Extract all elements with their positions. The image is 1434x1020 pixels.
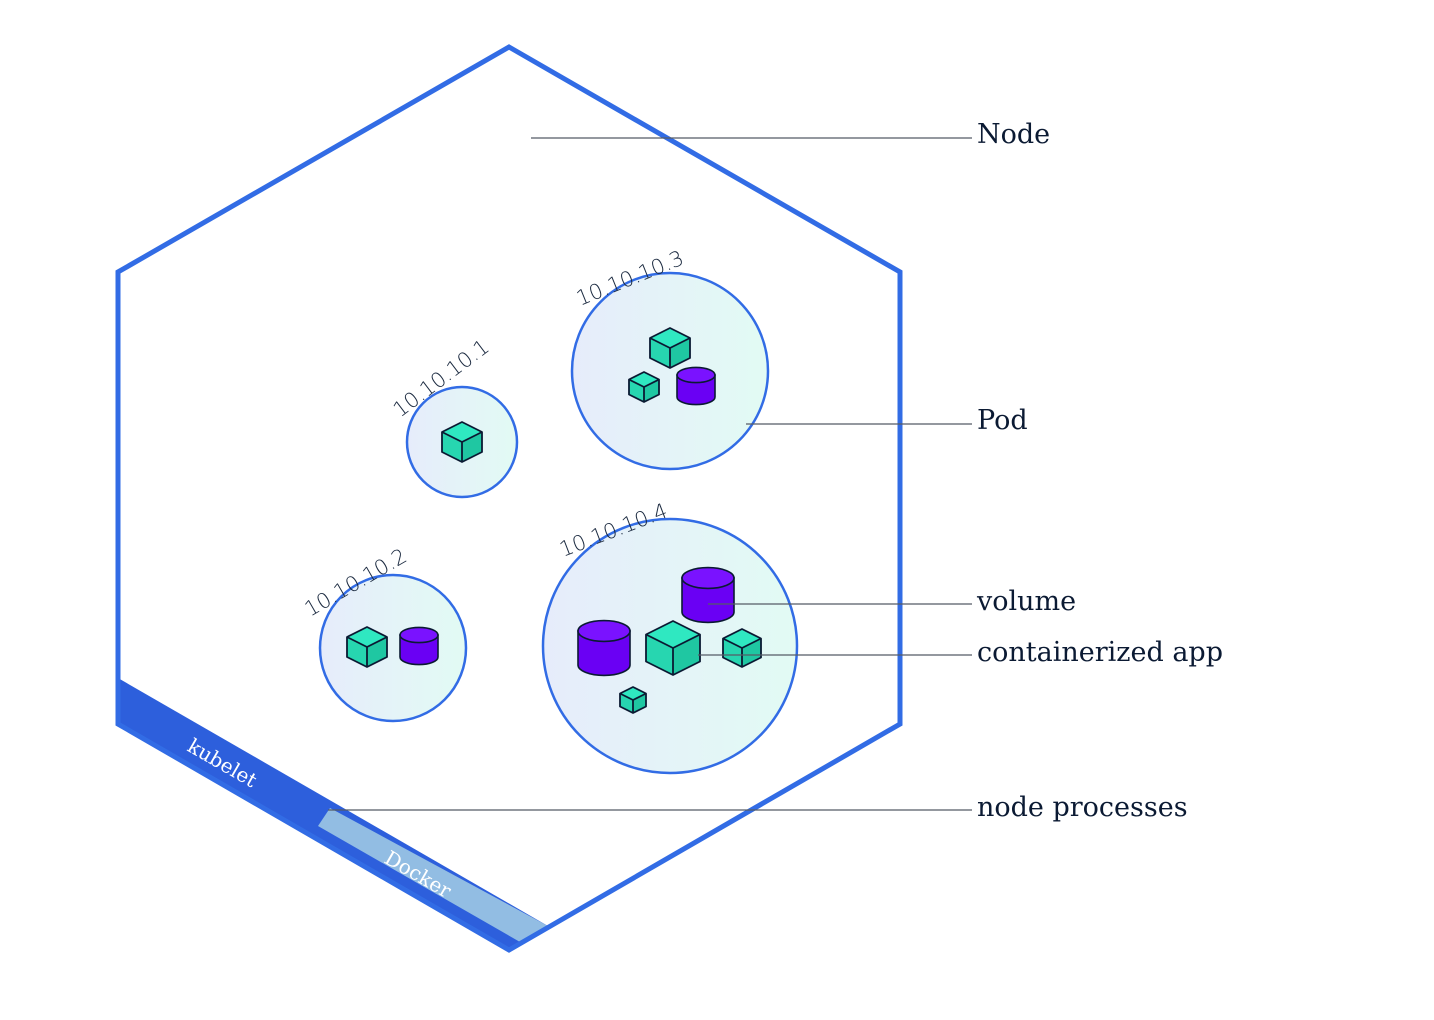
pod-circle bbox=[318, 573, 468, 723]
containerized-app-label: containerized app bbox=[977, 637, 1223, 668]
container-cube-icon bbox=[649, 327, 691, 369]
container-cube-icon bbox=[619, 686, 647, 714]
volume-label: volume bbox=[976, 586, 1076, 617]
node-processes-label: node processes bbox=[977, 792, 1188, 823]
node-hexagon bbox=[115, 44, 903, 953]
container-cube-icon bbox=[645, 620, 701, 676]
container-cube-icon bbox=[346, 626, 388, 668]
pod-circle bbox=[570, 271, 770, 471]
pod-label: Pod bbox=[977, 405, 1028, 436]
pod-2: 10.10.10.2 bbox=[301, 544, 468, 723]
pod-1: 10.10.10.1 bbox=[389, 334, 519, 499]
volume-cylinder-icon bbox=[577, 619, 631, 677]
node-label: Node bbox=[977, 119, 1050, 150]
volume-cylinder-icon bbox=[681, 566, 735, 624]
container-cube-icon bbox=[441, 421, 483, 463]
volume-cylinder-icon bbox=[399, 626, 439, 666]
container-cube-icon bbox=[628, 371, 660, 403]
docker-band bbox=[318, 808, 548, 942]
container-cube-icon bbox=[722, 628, 762, 668]
volume-cylinder-icon bbox=[676, 366, 716, 406]
